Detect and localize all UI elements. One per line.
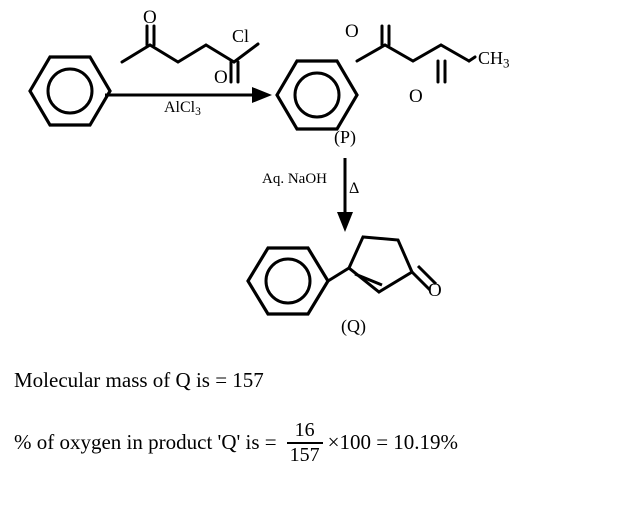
catalyst-label-alcl3: AlCl3 <box>164 100 201 119</box>
product-q-structure <box>246 235 438 316</box>
oxygen-label-p-methyl-ketone: O <box>409 86 423 107</box>
reagent-label-aqueous-naoh: Aq. NaOH <box>262 171 327 187</box>
reaction-arrow-vertical <box>337 158 353 232</box>
reaction-arrow-horizontal <box>105 87 272 103</box>
reaction-scheme-drawing <box>28 24 477 316</box>
chlorine-label-reagent: Cl <box>232 26 250 46</box>
heat-delta-symbol: Δ <box>349 180 360 197</box>
fraction-16-over-157: 16 157 <box>286 419 323 466</box>
percent-oxygen-line: % of oxygen in product 'Q' is = 16 157 ×… <box>14 420 458 466</box>
catalyst-label-text: AlCl <box>164 99 196 116</box>
catalyst-label-subscript: 3 <box>195 106 201 119</box>
methyl-label-p: CH3 <box>478 49 510 71</box>
benzene-reactant-structure <box>28 55 112 127</box>
product-q-caption: (Q) <box>341 316 366 336</box>
oxygen-label-reagent-ketone: O <box>143 7 157 28</box>
percent-oxygen-lead-text: % of oxygen in product 'Q' is = <box>14 430 277 455</box>
methyl-label-text: CH <box>478 48 504 68</box>
oxygen-label-q-carbonyl: O <box>428 280 442 301</box>
fraction-denominator: 157 <box>289 443 320 466</box>
product-p-caption: (P) <box>334 127 356 147</box>
methyl-label-subscript: 3 <box>503 55 510 71</box>
percent-oxygen-result-text: ×100 = 10.19% <box>327 430 459 455</box>
fraction-numerator: 16 <box>294 419 315 441</box>
oxygen-label-reagent-acyl: O <box>214 67 228 88</box>
product-p-structure <box>275 24 477 131</box>
oxygen-label-p-aryl-ketone: O <box>345 21 359 42</box>
acyl-chloride-reagent-structure <box>120 24 260 84</box>
molecular-mass-line: Molecular mass of Q is = 157 <box>14 368 264 392</box>
fraction-bar <box>286 442 323 444</box>
